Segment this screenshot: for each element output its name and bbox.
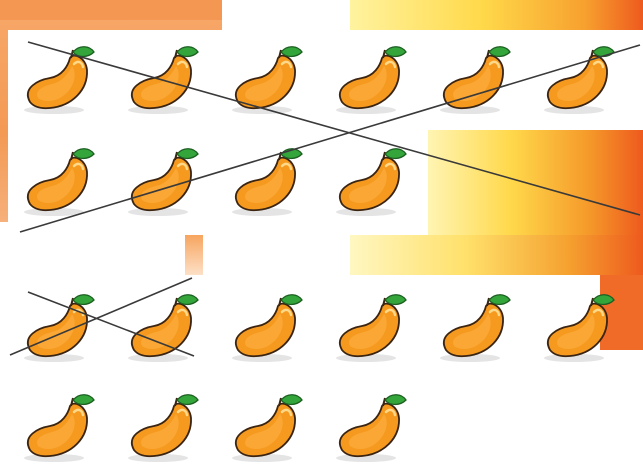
mango-icon — [334, 147, 408, 218]
mango-icon — [22, 147, 96, 218]
top-card — [8, 30, 643, 130]
mango-icon — [334, 45, 408, 116]
orange-strip-top — [0, 0, 222, 20]
mango-icon — [22, 393, 96, 464]
orange-panel-right — [600, 275, 643, 350]
cross-layer — [9, 41, 641, 357]
mango-icon — [230, 45, 304, 116]
mango-icon — [334, 293, 408, 364]
mango-icon — [126, 393, 200, 464]
mango-icon — [22, 293, 96, 364]
mango-icon — [126, 293, 200, 364]
mango-layer — [22, 45, 616, 464]
yellow-tile-banner-top — [350, 0, 643, 30]
mango-icon — [542, 293, 616, 364]
cross-out-line — [9, 277, 193, 356]
mango-icon — [230, 147, 304, 218]
mango-icon — [334, 393, 408, 464]
yellow-tile-strip-mid — [350, 235, 643, 275]
cross-out-line — [19, 44, 641, 233]
mango-icon — [438, 45, 512, 116]
bottom-card-right — [600, 350, 643, 464]
mango-icon — [126, 147, 200, 218]
cross-out-line — [27, 41, 641, 216]
mango-icon — [22, 45, 96, 116]
mango-icon — [230, 293, 304, 364]
mango-icon — [438, 293, 512, 364]
mango-icon — [230, 393, 304, 464]
orange-sliver — [185, 233, 203, 277]
bottom-card — [0, 275, 600, 464]
cross-out-line — [27, 291, 195, 357]
